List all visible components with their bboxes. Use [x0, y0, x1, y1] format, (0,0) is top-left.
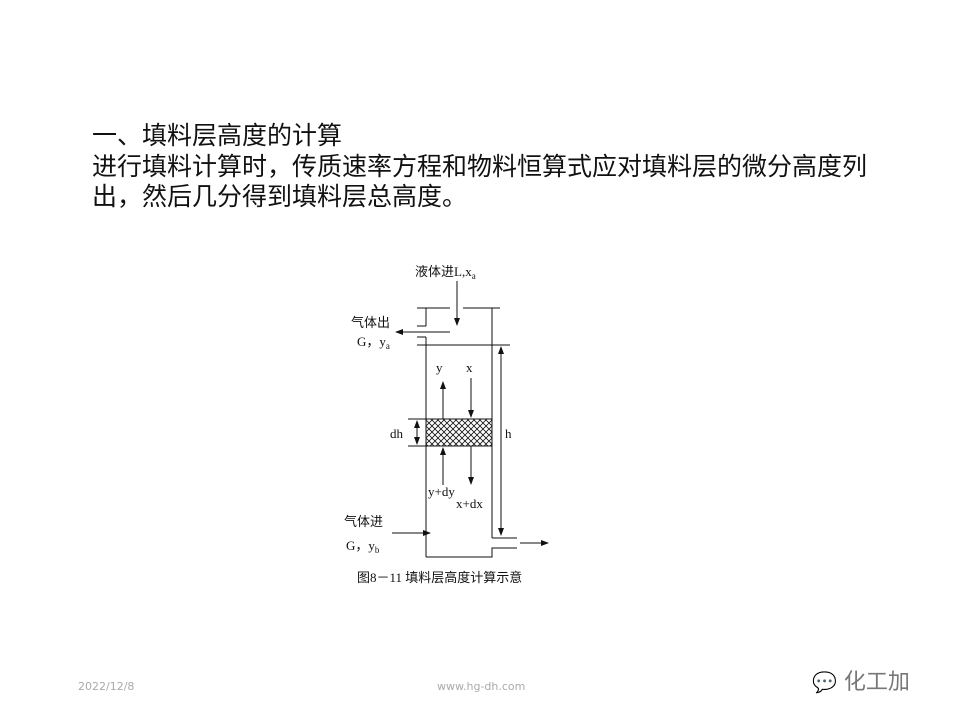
- gas-out-label: 气体出: [351, 315, 390, 330]
- slide-title: 一、填料层高度的计算: [92, 121, 343, 150]
- gas-out-flow: G，ya: [357, 334, 390, 351]
- gas-in-flow: G，yb: [346, 538, 380, 555]
- watermark: 💬 化工加: [812, 664, 910, 696]
- x-label: x: [466, 360, 473, 375]
- y-dy-label: y+dy: [428, 484, 455, 499]
- x-dx-label: x+dx: [456, 496, 483, 511]
- dh-label: dh: [390, 426, 404, 441]
- footer-url: www.hg-dh.com: [437, 680, 526, 693]
- figure-caption: 图8－11 填料层高度计算示意: [357, 570, 522, 585]
- y-label: y: [436, 360, 443, 375]
- gas-in-label: 气体进: [344, 514, 383, 529]
- liquid-in-label: 液体进L,xa: [415, 264, 476, 281]
- packing-element: [425, 418, 493, 447]
- footer-date: 2022/12/8: [78, 680, 135, 693]
- wechat-icon: 💬: [812, 670, 837, 694]
- watermark-text: 化工加: [843, 670, 910, 695]
- h-label: h: [505, 426, 512, 441]
- slide-body: 进行填料计算时，传质速率方程和物料恒算式应对填料层的微分高度列出，然后几分得到填…: [92, 152, 868, 211]
